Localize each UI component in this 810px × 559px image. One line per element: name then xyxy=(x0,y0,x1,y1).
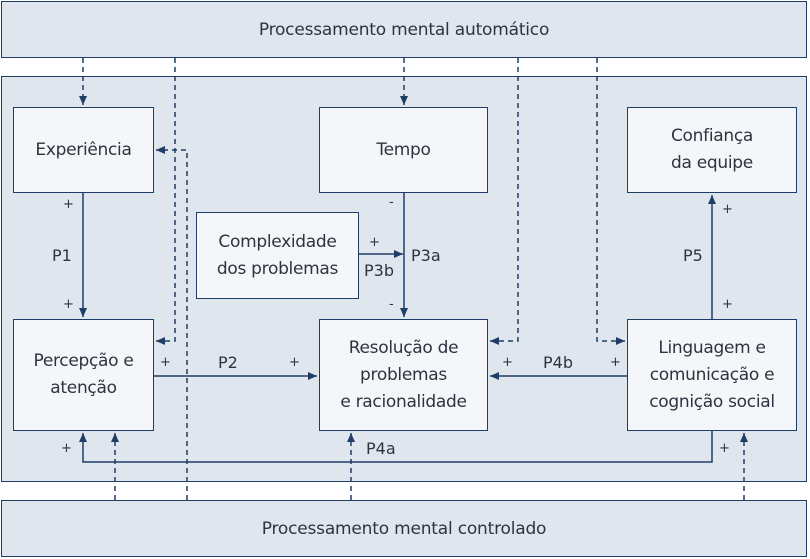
problem-solving-label-line3: e racionalidade xyxy=(340,391,467,412)
automatic-processing-band: Processamento mental automático xyxy=(1,1,807,58)
p5-sign-end: + xyxy=(722,202,733,217)
p4a-sign-start: + xyxy=(719,441,730,456)
p2-label: P2 xyxy=(218,353,238,372)
language-communication-label-line2: comunicação e xyxy=(649,364,775,385)
experience-box: Experiência xyxy=(13,107,154,193)
language-communication-label-line3: cognição social xyxy=(649,391,775,412)
p1-sign-start: + xyxy=(63,197,74,212)
p4b-sign-end: + xyxy=(502,355,513,370)
p3b-sign: + xyxy=(369,235,380,250)
controlled-to-experience-dashed-arrow xyxy=(156,146,188,500)
p3a-sign-end: - xyxy=(389,297,394,312)
p2-sign-end: + xyxy=(289,355,300,370)
automatic-processing-label: Processamento mental automático xyxy=(258,19,550,40)
p3a-sign-start: - xyxy=(389,195,394,210)
language-communication-label-line1: Linguagem e xyxy=(658,337,766,358)
team-confidence-box: Confiança da equipe xyxy=(627,107,797,193)
p4a-label: P4a xyxy=(366,439,396,458)
team-confidence-label-line2: da equipe xyxy=(671,153,753,173)
time-label: Tempo xyxy=(376,139,431,160)
problem-solving-label-line2: problemas xyxy=(360,364,447,385)
p1-label: P1 xyxy=(52,246,72,265)
auto-to-problem-solving-dashed-arrow xyxy=(490,58,519,345)
perception-attention-label-line2: atenção xyxy=(50,378,117,398)
p5-label: P5 xyxy=(683,246,703,265)
problem-solving-label-line1: Resolução de xyxy=(348,337,459,358)
auto-to-language-dashed-arrow xyxy=(596,58,625,345)
p4b-sign-start: + xyxy=(610,355,621,370)
experience-label: Experiência xyxy=(35,139,132,160)
perception-attention-box: Percepção e atenção xyxy=(13,319,154,431)
p3b-label: P3b xyxy=(364,261,394,280)
p2-sign-start: + xyxy=(160,355,171,370)
p1-sign-end: + xyxy=(63,297,74,312)
controlled-processing-band: Processamento mental controlado xyxy=(1,500,807,557)
team-confidence-label-line1: Confiança xyxy=(670,126,753,146)
p4a-arrow xyxy=(79,431,713,463)
language-communication-box: Linguagem e comunicação e cognição socia… xyxy=(627,319,797,431)
time-box: Tempo xyxy=(319,107,488,193)
p4a-sign-end: + xyxy=(61,441,72,456)
controlled-processing-label: Processamento mental controlado xyxy=(261,518,547,539)
auto-to-perception-dashed-arrow xyxy=(156,58,176,345)
problem-complexity-label-line1: Complexidade xyxy=(218,231,337,252)
problem-complexity-label-line2: dos problemas xyxy=(216,258,339,279)
problem-solving-box: Resolução de problemas e racionalidade xyxy=(319,319,488,431)
perception-attention-label-line1: Percepção e xyxy=(33,351,134,371)
problem-complexity-box: Complexidade dos problemas xyxy=(196,212,359,299)
p4b-label: P4b xyxy=(543,353,573,372)
p5-sign-start: + xyxy=(722,297,733,312)
p3a-label: P3a xyxy=(411,246,441,265)
